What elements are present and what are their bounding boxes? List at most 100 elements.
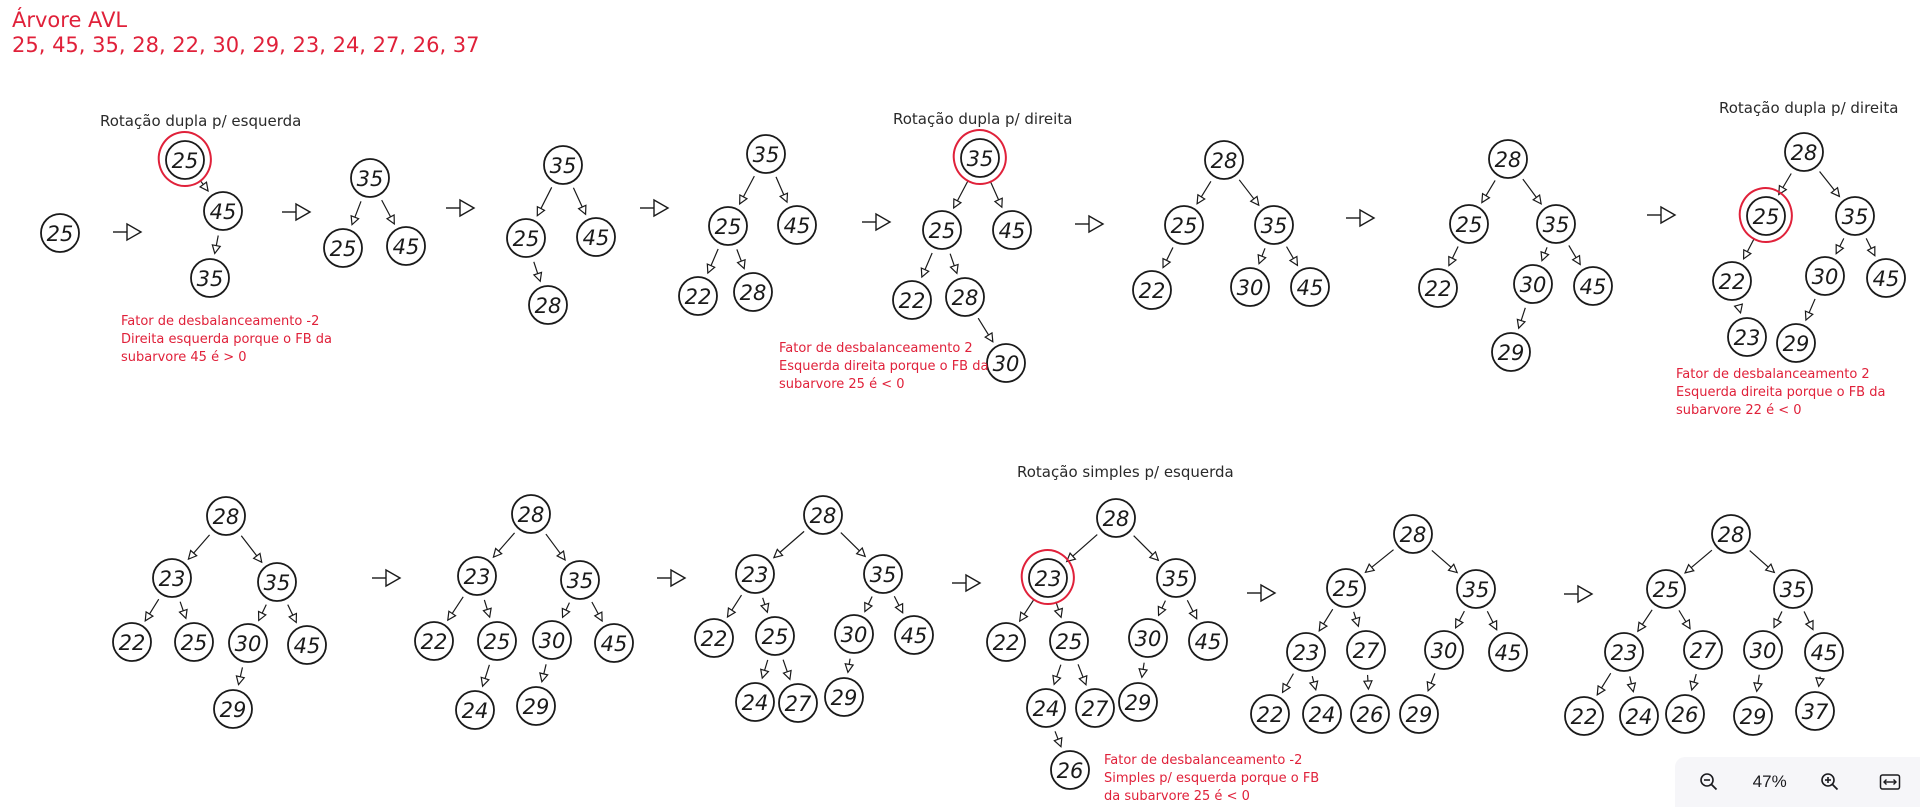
svg-text:24: 24 <box>1626 705 1653 729</box>
svg-text:45: 45 <box>210 200 237 224</box>
tree-edge <box>536 187 553 217</box>
tree-node: 28 <box>528 285 568 325</box>
flow-arrow <box>1346 208 1376 228</box>
svg-text:37: 37 <box>1802 700 1829 724</box>
tree-node: 45 <box>1804 632 1844 672</box>
tree-node: 28 <box>1096 498 1136 538</box>
tree-node: 25 <box>1449 204 1489 244</box>
svg-text:30: 30 <box>993 352 1020 376</box>
tree-edge <box>350 201 362 226</box>
tree-edge <box>1308 676 1319 692</box>
flow-arrow <box>1564 584 1594 604</box>
svg-text:45: 45 <box>393 235 420 259</box>
svg-text:35: 35 <box>967 147 994 171</box>
svg-text:25: 25 <box>715 215 742 239</box>
tree-node: 28 <box>511 494 551 534</box>
tree-node: 29 <box>213 689 253 729</box>
tree-edge <box>726 594 743 619</box>
svg-text:30: 30 <box>539 629 566 653</box>
flow-arrow <box>952 573 982 593</box>
tree-edge <box>1426 673 1436 692</box>
tree-edge <box>561 602 571 619</box>
tree-edge <box>1077 664 1088 686</box>
zoom-out-icon[interactable] <box>1693 766 1725 798</box>
tree-node: 28 <box>1204 140 1244 180</box>
tree-node: 25 <box>1738 187 1793 243</box>
tree-node: 30 <box>986 343 1026 383</box>
zoom-level[interactable]: 47% <box>1752 772 1787 791</box>
svg-text:26: 26 <box>1357 703 1384 727</box>
svg-text:27: 27 <box>1690 639 1717 663</box>
svg-text:45: 45 <box>1495 641 1522 665</box>
tree-node: 23 <box>1020 549 1075 605</box>
svg-text:26: 26 <box>1672 703 1699 727</box>
tree-node: 35 <box>1773 569 1813 609</box>
svg-text:25: 25 <box>762 625 789 649</box>
tree-edge <box>480 664 490 688</box>
tree-edge <box>1318 608 1334 632</box>
svg-text:subarvore 45 é > 0: subarvore 45 é > 0 <box>121 350 247 365</box>
svg-text:45: 45 <box>1195 630 1222 654</box>
tree-edge <box>1431 549 1459 574</box>
svg-text:22: 22 <box>1571 705 1598 729</box>
tree-node: 28 <box>733 272 773 312</box>
svg-text:28: 28 <box>535 294 562 318</box>
tree-node: 22 <box>414 621 454 661</box>
svg-text:25: 25 <box>1171 214 1198 238</box>
tree-node: 45 <box>1866 258 1906 298</box>
svg-text:27: 27 <box>1082 697 1109 721</box>
svg-text:35: 35 <box>870 563 897 587</box>
tree-node: 45 <box>894 615 934 655</box>
tree-node: 24 <box>1619 696 1659 736</box>
tree-node: 26 <box>1665 694 1705 734</box>
tree-edge <box>287 604 298 624</box>
tree-node: 22 <box>678 276 718 316</box>
tree-node: 23 <box>735 554 775 594</box>
tree-edge <box>1773 611 1783 629</box>
tree-node: 45 <box>777 205 817 245</box>
tree-node: 45 <box>1573 266 1613 306</box>
label-rotation-2: Rotação dupla p/ direita <box>893 110 1072 128</box>
tree-edge <box>1138 662 1149 679</box>
tree-edge <box>1835 238 1845 255</box>
tree-node: 30 <box>532 620 572 660</box>
tree-node: 28 <box>803 495 843 535</box>
label-rotation-1: Rotação dupla p/ esquerda <box>100 112 301 130</box>
tree-edge <box>572 187 587 216</box>
svg-text:45: 45 <box>583 226 610 250</box>
tree-node: 29 <box>1776 323 1816 363</box>
tree-edge <box>1448 246 1459 267</box>
tree-edge <box>1238 179 1260 207</box>
svg-text:29: 29 <box>1740 705 1767 729</box>
tree-edge <box>1454 610 1465 630</box>
tree-edge <box>1733 303 1744 315</box>
tree-edge <box>591 601 603 623</box>
svg-text:27: 27 <box>785 692 812 716</box>
fit-width-icon[interactable] <box>1874 766 1906 798</box>
tree-node: 27 <box>1346 630 1386 670</box>
tree-node: 25 <box>40 213 80 253</box>
tree-edge <box>1486 611 1498 631</box>
svg-text:Esquerda direita porque o FB d: Esquerda direita porque o FB da <box>1676 385 1885 400</box>
label-rotation-3: Rotação dupla p/ direita <box>1719 99 1898 117</box>
tree-edge <box>532 261 543 283</box>
tree-node: 29 <box>1733 696 1773 736</box>
tree-node: 25 <box>922 210 962 250</box>
tree-node: 28 <box>1488 139 1528 179</box>
svg-text:25: 25 <box>181 631 208 655</box>
tree-edge <box>235 667 246 686</box>
tree-node: 30 <box>1128 618 1168 658</box>
tree-edge <box>539 664 549 684</box>
tree-node: 28 <box>1711 514 1751 554</box>
flow-arrow <box>657 568 687 588</box>
tree-edge <box>920 252 933 279</box>
zoom-in-icon[interactable] <box>1814 766 1846 798</box>
svg-text:29: 29 <box>523 695 550 719</box>
tree-edge <box>187 534 211 561</box>
svg-text:30: 30 <box>1812 265 1839 289</box>
svg-text:28: 28 <box>518 503 545 527</box>
tree-edge <box>1749 550 1776 574</box>
svg-text:Fator de desbalanceamento -2: Fator de desbalanceamento -2 <box>121 314 319 329</box>
svg-text:35: 35 <box>264 571 291 595</box>
